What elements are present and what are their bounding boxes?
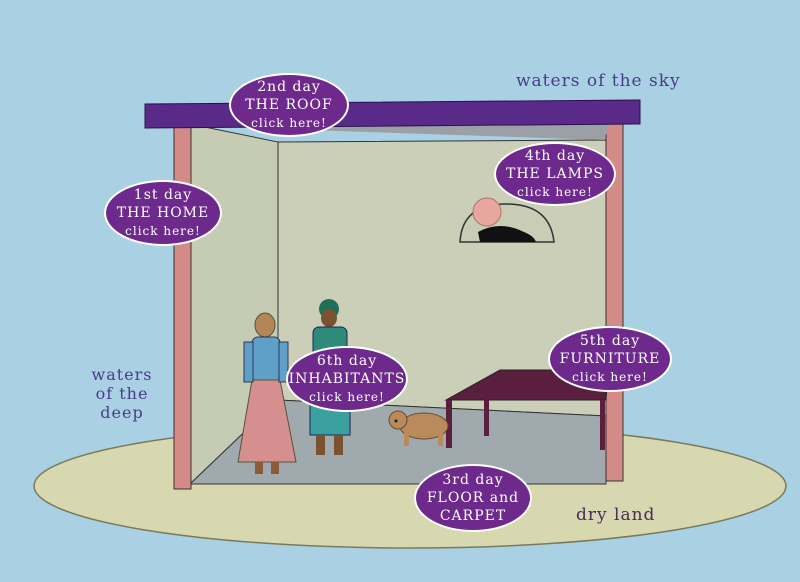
day3-title-line2: CARPET (439, 507, 507, 524)
waters-of-the-sky-label: waters of the sky (516, 71, 681, 91)
dry-land-label: dry land (576, 505, 656, 525)
day5-day: 5th day (579, 332, 641, 349)
day3-day: 3rd day (442, 471, 504, 488)
day6-link[interactable]: click here! (309, 389, 385, 404)
day2-title: THE ROOF (245, 96, 333, 113)
floor-carpet (188, 399, 607, 485)
day4-lamps-bubble[interactable]: 4th day THE LAMPS click here! (494, 142, 616, 206)
waters-of-the-deep-label: waters of the deep (82, 365, 162, 422)
day4-day: 4th day (524, 147, 586, 164)
deep-line-3: deep (100, 403, 144, 422)
day3-title-line1: FLOOR and (426, 489, 520, 506)
day1-link[interactable]: click here! (125, 223, 201, 238)
left-post (173, 123, 192, 490)
day4-link[interactable]: click here! (517, 184, 593, 199)
table-leg-2 (484, 384, 489, 436)
roof (144, 99, 641, 129)
lamp-moon (478, 226, 536, 242)
day6-title: INHABITANTS (288, 370, 406, 387)
day6-day: 6th day (316, 352, 378, 369)
day1-day: 1st day (133, 186, 193, 203)
day5-furniture-bubble[interactable]: 5th day FURNITURE click here! (548, 326, 672, 392)
day1-title: THE HOME (116, 204, 210, 221)
dog-figure (388, 410, 449, 446)
day2-day: 2nd day (257, 78, 321, 95)
lamp-sun (472, 197, 502, 227)
woman-figure (237, 312, 297, 474)
day6-inhabitants-bubble[interactable]: 6th day INHABITANTS click here! (286, 346, 408, 412)
deep-line-2: of the (95, 384, 149, 403)
deep-line-1: waters (91, 365, 153, 384)
day1-home-bubble[interactable]: 1st day THE HOME click here! (104, 180, 222, 246)
day4-title: THE LAMPS (506, 165, 604, 182)
table-leg-3 (600, 400, 605, 450)
day5-title: FURNITURE (559, 350, 661, 367)
day2-roof-bubble[interactable]: 2nd day THE ROOF click here! (229, 73, 349, 137)
day2-link[interactable]: click here! (251, 115, 327, 130)
table-leg-1 (446, 400, 452, 448)
day3-floor-bubble[interactable]: 3rd day FLOOR and CARPET (414, 464, 532, 532)
day5-link[interactable]: click here! (572, 369, 648, 384)
